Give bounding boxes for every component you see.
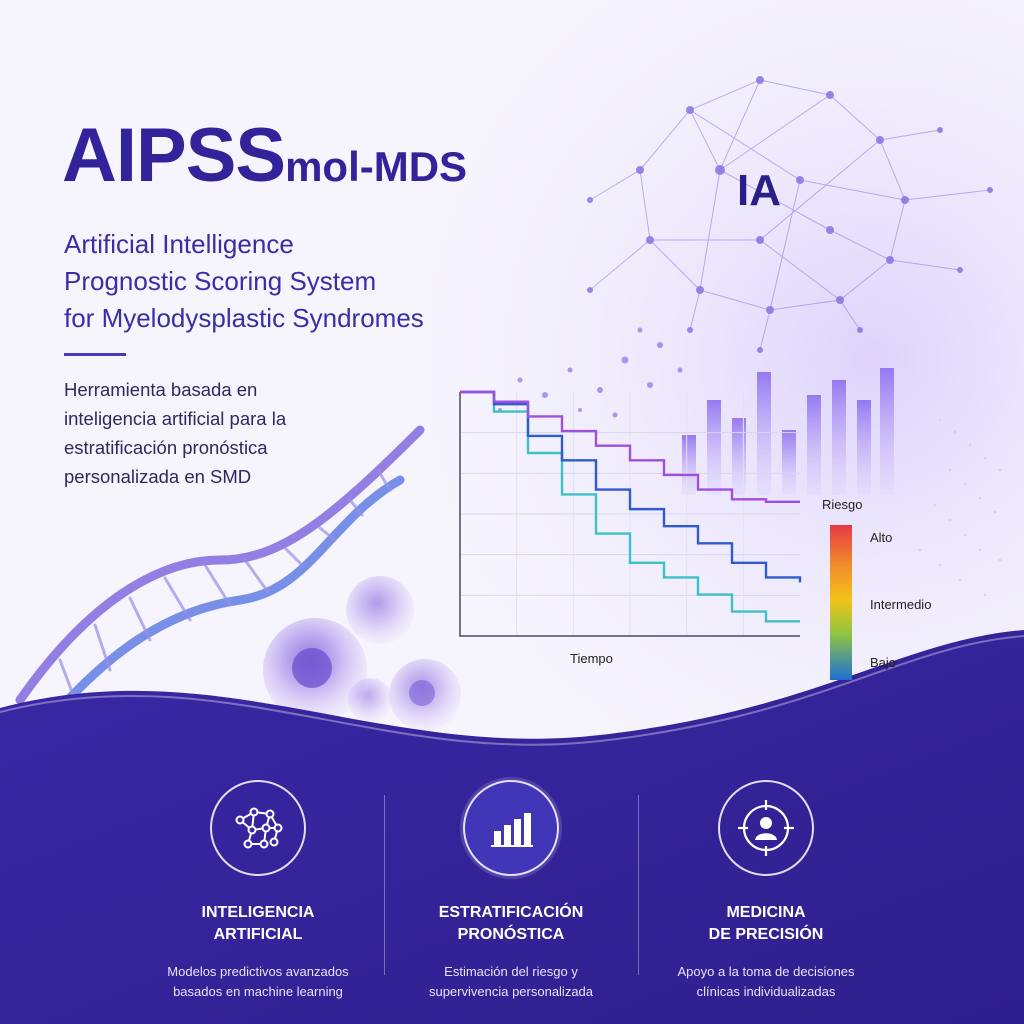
cells xyxy=(263,576,461,731)
feature-desc-line: basados en machine learning xyxy=(173,984,343,999)
risk-label-low: Bajo xyxy=(870,655,897,670)
feature-desc: Modelos predictivos avanzados basados en… xyxy=(133,962,383,1002)
feature-desc: Estimación del riesgo y supervivencia pe… xyxy=(386,962,636,1002)
description-line: personalizada en SMD xyxy=(64,466,252,487)
background-bars xyxy=(682,368,894,495)
feature-title-line: PRONÓSTICA xyxy=(457,926,565,943)
risk-scale-title: Riesgo xyxy=(822,497,863,512)
x-axis-label: Tiempo xyxy=(570,651,613,666)
dna-helix xyxy=(15,425,425,725)
dot-texture xyxy=(918,418,1002,597)
feature-title: MEDICINA DE PRECISIÓN xyxy=(641,902,891,946)
feature-stratification: ESTRATIFICACIÓN PRONÓSTICA Estimación de… xyxy=(386,780,636,1002)
feature-desc: Apoyo a la toma de decisiones clínicas i… xyxy=(641,962,891,1002)
description: Herramienta basada en inteligencia artif… xyxy=(64,375,286,491)
feature-title-line: ESTRATIFICACIÓN xyxy=(438,904,584,921)
particles xyxy=(498,327,683,418)
feature-ai: INTELIGENCIA ARTIFICIAL Modelos predicti… xyxy=(133,780,383,1002)
neural-network-icon xyxy=(235,807,283,849)
description-line: Herramienta basada en xyxy=(64,379,258,400)
title-suffix: mol-MDS xyxy=(285,143,468,190)
subtitle-line: Artificial Intelligence xyxy=(64,229,294,259)
feature-title: ESTRATIFICACIÓN PRONÓSTICA xyxy=(386,902,636,946)
chart-axes xyxy=(459,392,800,637)
brain-label: IA xyxy=(737,166,781,215)
series-line-alto xyxy=(460,390,800,503)
target-person-icon xyxy=(738,800,794,856)
chart-series xyxy=(460,390,802,623)
description-line: inteligencia artificial para la xyxy=(64,408,287,429)
app-title: AIPSSmol-MDS xyxy=(62,118,467,194)
bar-chart-icon xyxy=(491,813,533,847)
feature-title: INTELIGENCIA ARTIFICIAL xyxy=(133,902,383,946)
title-main: AIPSS xyxy=(62,113,286,198)
brain-network xyxy=(587,76,993,353)
feature-precision: MEDICINA DE PRECISIÓN Apoyo a la toma de… xyxy=(641,780,891,1002)
subtitle: Artificial Intelligence Prognostic Scori… xyxy=(64,226,424,337)
feature-divider xyxy=(384,795,385,975)
feature-desc-line: Estimación del riesgo y xyxy=(444,964,578,979)
icon-circle xyxy=(463,780,559,876)
icon-circle xyxy=(210,780,306,876)
divider-rule xyxy=(64,353,126,356)
chart-grid xyxy=(459,392,800,637)
feature-title-line: INTELIGENCIA xyxy=(201,904,315,921)
subtitle-line: for Myelodysplastic Syndromes xyxy=(64,303,424,333)
feature-desc-line: clínicas individualizadas xyxy=(696,984,836,999)
subtitle-line: Prognostic Scoring System xyxy=(64,266,377,296)
icon-circle xyxy=(718,780,814,876)
risk-scale-bar xyxy=(830,525,852,680)
risk-label-mid: Intermedio xyxy=(870,597,932,612)
feature-desc-line: Modelos predictivos avanzados xyxy=(167,964,349,979)
feature-desc-line: supervivencia personalizada xyxy=(428,984,594,999)
risk-label-high: Alto xyxy=(870,530,893,545)
feature-title-line: DE PRECISIÓN xyxy=(708,926,824,943)
feature-desc-line: Apoyo a la toma de decisiones xyxy=(677,964,855,979)
feature-title-line: ARTIFICIAL xyxy=(213,926,303,943)
feature-title-line: MEDICINA xyxy=(726,904,806,921)
description-line: estratificación pronóstica xyxy=(64,437,268,458)
feature-divider xyxy=(638,795,639,975)
